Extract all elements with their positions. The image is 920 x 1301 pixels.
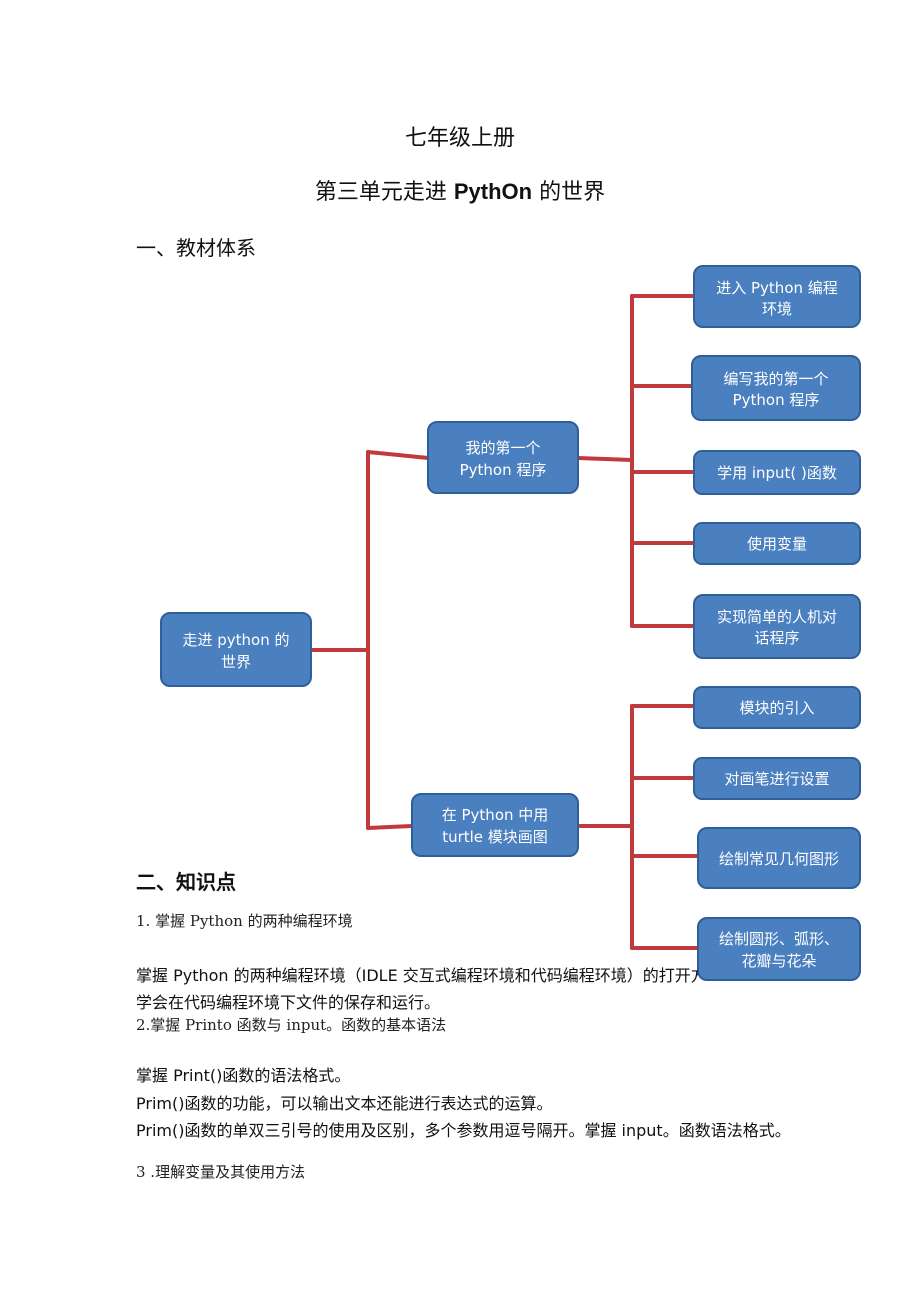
node-b2-child2: 对画笔进行设置: [693, 757, 861, 800]
diagram-edges: [310, 294, 700, 950]
node-b1-child1-line1: 进入 Python 编程: [716, 279, 838, 297]
unit-title-brand: PythOn: [453, 179, 533, 204]
item2-line1: 掌握 Print()函数的语法格式。: [136, 1066, 351, 1085]
edge-trunk-branch1: [366, 450, 430, 460]
node-b2-child3-line1: 绘制常见几何图形: [719, 850, 839, 868]
node-b1-child4: 使用变量: [693, 522, 861, 565]
node-b1-child1: 进入 Python 编程 环境: [693, 265, 861, 328]
node-b1-child2: 编写我的第一个 Python 程序: [691, 355, 861, 421]
section-heading-curriculum: 一、教材体系: [136, 236, 256, 260]
node-b2-child2-line1: 对画笔进行设置: [724, 770, 829, 788]
edge-trunk-branch2: [366, 824, 414, 830]
node-b1-child5-line1: 实现简单的人机对: [717, 608, 837, 626]
unit-title-suffix: 的世界: [532, 180, 606, 205]
node-b2-child1: 模块的引入: [693, 686, 861, 729]
node-branch1-line2: Python 程序: [460, 461, 547, 479]
item2-heading: 2.掌握 Printo 函数与 input。函数的基本语法: [136, 1016, 447, 1034]
node-b1-child5: 实现简单的人机对 话程序: [693, 594, 861, 659]
section-heading-knowledge: 二、知识点: [136, 870, 236, 894]
node-root-line1: 走进 python 的: [182, 631, 289, 649]
node-b1-child2-line1: 编写我的第一个: [723, 370, 828, 388]
item1-line1: 掌握 Python 的两种编程环境（IDLE 交互式编程环境和代码编程环境）的打…: [136, 966, 698, 985]
node-root: 走进 python 的 世界: [160, 612, 312, 687]
node-b1-child3: 学用 input( )函数: [693, 450, 861, 495]
node-b1-child1-line2: 环境: [762, 300, 792, 318]
edge-branch1-out: [576, 456, 634, 462]
node-b2-child4-line2: 花瓣与花朵: [741, 952, 816, 970]
node-branch2-line2: turtle 模块画图: [442, 828, 548, 846]
node-branch2: 在 Python 中用 turtle 模块画图: [411, 793, 579, 857]
page-title: 七年级上册: [404, 126, 515, 151]
node-b2-child4-line1: 绘制圆形、弧形、: [719, 930, 839, 948]
node-b2-child1-line1: 模块的引入: [739, 699, 814, 717]
node-b2-child3: 绘制常见几何图形: [697, 827, 861, 889]
item1-heading: 1. 掌握 Python 的两种编程环境: [136, 912, 353, 930]
item3-heading: 3 .理解变量及其使用方法: [136, 1163, 306, 1181]
node-b1-child5-line2: 话程序: [754, 629, 799, 647]
node-branch2-line1: 在 Python 中用: [442, 806, 549, 824]
node-branch1-line1: 我的第一个: [465, 439, 540, 457]
node-root-line2: 世界: [221, 653, 251, 671]
node-b2-child4: 绘制圆形、弧形、 花瓣与花朵: [697, 917, 861, 981]
item2-line2: Prim()函数的功能，可以输出文本还能进行表达式的运算。: [136, 1094, 553, 1113]
unit-title: 第三单元走进 PythOn 的世界: [0, 174, 920, 206]
item2-line3: Prim()函数的单双三引号的使用及区别，多个参数用逗号隔开。掌握 input。…: [136, 1121, 791, 1140]
node-branch1: 我的第一个 Python 程序: [427, 421, 579, 494]
unit-title-prefix: 第三单元走进: [314, 180, 454, 205]
item1-line2: 学会在代码编程环境下文件的保存和运行。: [136, 993, 441, 1012]
node-b1-child2-line2: Python 程序: [733, 391, 820, 409]
node-b1-child3-line1: 学用 input( )函数: [717, 464, 837, 482]
node-b1-child4-line1: 使用变量: [747, 535, 807, 553]
